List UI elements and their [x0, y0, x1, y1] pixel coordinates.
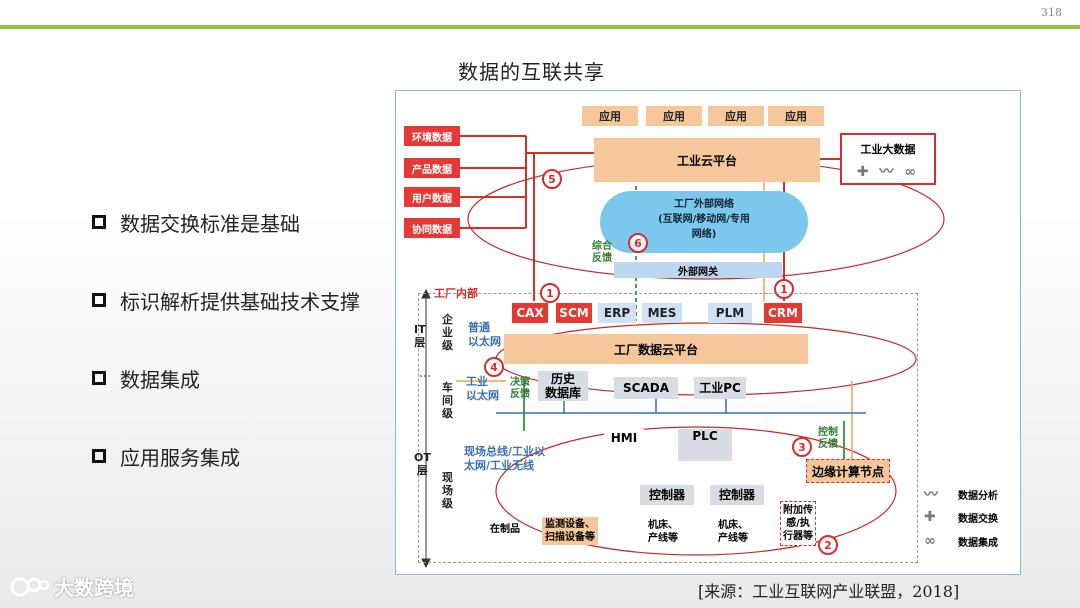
system-mes: MES	[642, 303, 682, 323]
bullet-list: 数据交换标准是基础 标识解析提供基础技术支撑 数据集成 应用服务集成	[92, 210, 360, 522]
industrial-big-data-box: 工业大数据 ✚ 〰 ∞	[840, 133, 936, 185]
big-data-label: 工业大数据	[842, 141, 934, 157]
step-number: 2	[818, 535, 838, 555]
industrial-cloud-platform: 工业云平台	[594, 138, 820, 182]
app-box: 应用	[768, 106, 824, 126]
monitor-device-label: 监测设备、扫描设备等	[542, 517, 598, 545]
exchange-icon: ✚	[924, 509, 958, 525]
data-source-box: 协同数据	[404, 218, 460, 238]
decision-feedback-label: 决策反馈	[510, 377, 530, 401]
data-source-box: 环境数据	[404, 126, 460, 146]
bullet-item: 标识解析提供基础技术支撑	[92, 288, 360, 312]
system-crm: CRM	[764, 303, 802, 323]
industrial-pc-box: 工业PC	[694, 377, 746, 399]
cloud-line: (互联网/移动网/专用	[600, 212, 808, 227]
system-erp: ERP	[598, 303, 636, 323]
logo-icon	[10, 575, 50, 599]
plc-box: PLC	[678, 429, 732, 461]
bullet-item: 应用服务集成	[92, 444, 360, 468]
logo-text: 大数跨境	[54, 572, 134, 601]
brand-logo: 大数跨境	[10, 572, 134, 601]
system-plm: PLM	[708, 303, 752, 323]
header-divider	[0, 25, 1080, 29]
bullet-text: 数据交换标准是基础	[120, 208, 300, 237]
control-feedback-label: 控制反馈	[818, 427, 838, 451]
controller-box: 控制器	[710, 485, 764, 505]
data-source-box: 产品数据	[404, 158, 460, 178]
machine-label: 机床、产线等	[648, 519, 678, 545]
factory-inner-label: 工厂内部	[434, 285, 478, 301]
enterprise-level-label: 企业级	[442, 313, 453, 352]
square-bullet-icon	[92, 215, 106, 229]
workshop-level-label: 车间级	[442, 381, 453, 420]
step-number: 6	[628, 233, 648, 253]
edge-computing-node: 边缘计算节点	[806, 459, 890, 483]
legend-item: 〰数据分析	[924, 484, 998, 504]
app-box: 应用	[582, 106, 638, 126]
scada-box: SCADA	[614, 377, 678, 399]
data-tools-icon: ✚ 〰 ∞	[842, 161, 934, 181]
sensor-box: 附加传感/执行器等	[780, 501, 816, 546]
app-box: 应用	[708, 106, 764, 126]
legend-item: ✚数据交换	[924, 509, 998, 525]
bullet-text: 标识解析提供基础技术支撑	[120, 286, 360, 315]
legend-item: ∞数据集成	[924, 533, 998, 549]
system-cax: CAX	[512, 303, 548, 323]
step-number: 5	[542, 169, 562, 189]
bullet-text: 应用服务集成	[120, 442, 240, 471]
step-number: 1	[540, 283, 560, 303]
step-number: 3	[792, 437, 812, 457]
app-box: 应用	[646, 106, 702, 126]
source-citation: [来源：工业互联网产业联盟，2018]	[698, 578, 959, 602]
step-number: 4	[484, 357, 504, 377]
analysis-icon: 〰	[924, 484, 958, 504]
slide-title: 数据的互联共享	[458, 56, 605, 85]
history-database: 历史数据库	[538, 371, 588, 401]
bullet-item: 数据交换标准是基础	[92, 210, 360, 234]
step-number: 1	[774, 279, 794, 299]
bullet-item: 数据集成	[92, 366, 360, 390]
system-scm: SCM	[556, 303, 592, 323]
architecture-diagram: 应用 应用 应用 应用 工业云平台 工业大数据 ✚ 〰 ∞ 环境数据 产品数据 用…	[395, 90, 1021, 575]
square-bullet-icon	[92, 371, 106, 385]
bullet-text: 数据集成	[120, 364, 200, 393]
factory-data-cloud-platform: 工厂数据云平台	[504, 334, 808, 364]
integration-icon: ∞	[924, 533, 958, 549]
data-source-box: 用户数据	[404, 187, 460, 207]
square-bullet-icon	[92, 293, 106, 307]
industrial-ethernet-label: 工业以太网	[466, 375, 499, 403]
square-bullet-icon	[92, 449, 106, 463]
page-number: 318	[1041, 6, 1062, 19]
wip-label: 在制品	[490, 523, 520, 536]
external-gateway: 外部网关	[614, 262, 782, 278]
field-level-label: 现场级	[442, 471, 453, 510]
normal-ethernet-label: 普通以太网	[468, 321, 501, 349]
feedback-label: 综合反馈	[592, 241, 612, 265]
cloud-line: 工厂外部网络	[600, 197, 808, 212]
controller-box: 控制器	[640, 485, 694, 505]
machine-label: 机床、产线等	[718, 519, 748, 545]
fieldbus-label: 现场总线/工业以太网/工业无线	[464, 445, 545, 473]
hmi-box: HMI	[604, 429, 644, 447]
